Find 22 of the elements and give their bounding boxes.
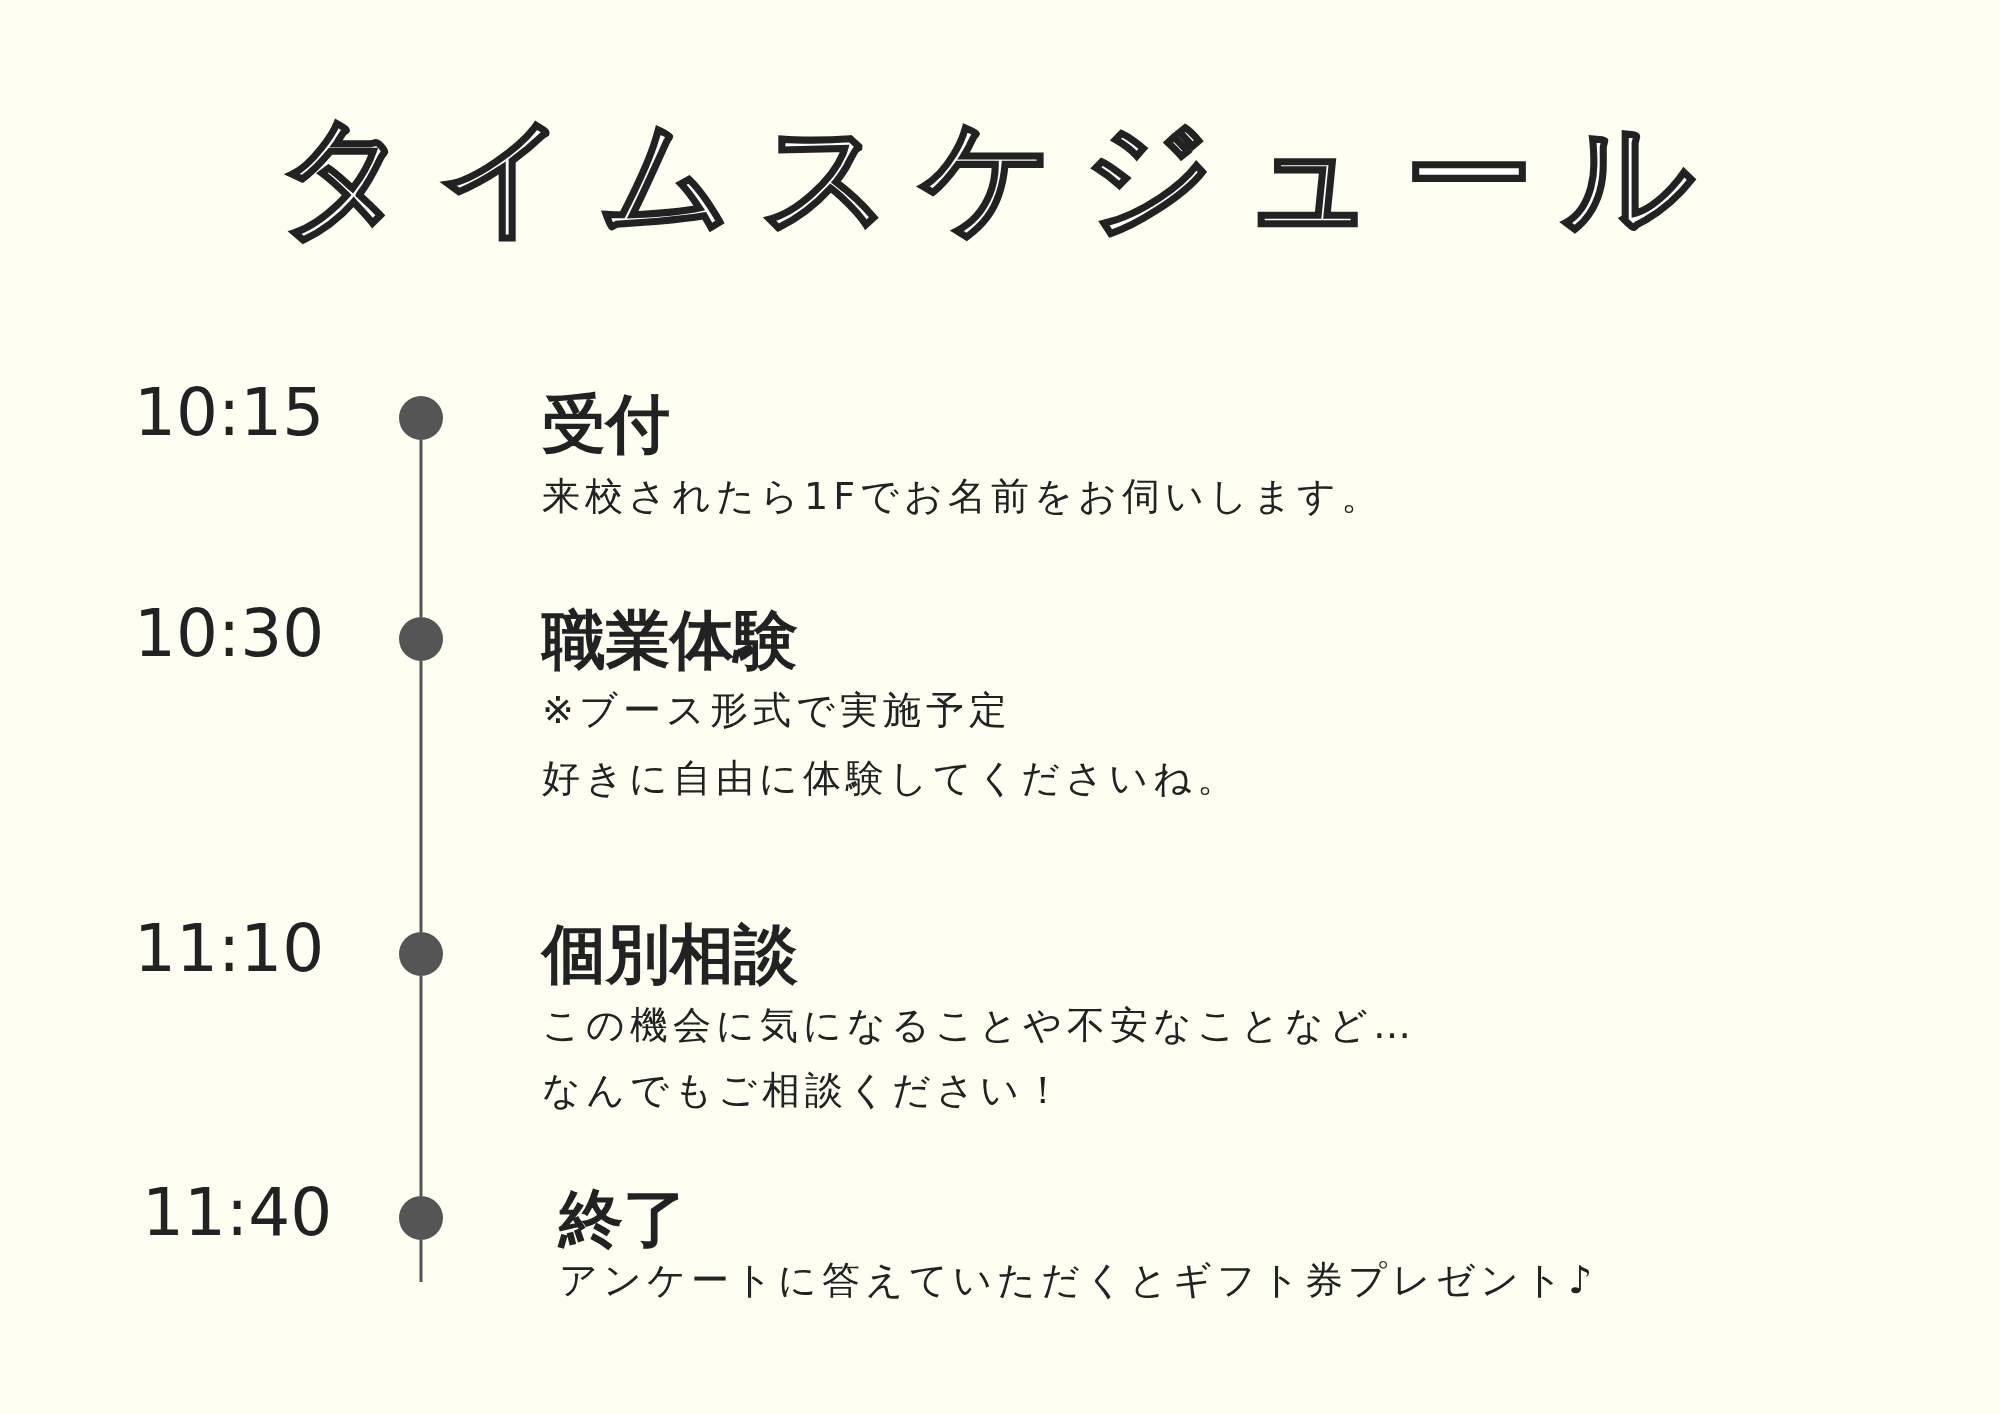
time-label: 11:10 xyxy=(134,916,325,982)
item-description: なんでもご相談ください！ xyxy=(542,1071,1067,1109)
item-description: アンケートに答えていただくとギフト券プレゼント♪ xyxy=(559,1261,1598,1299)
timeline-dot xyxy=(399,1196,443,1240)
timeline-line xyxy=(419,440,423,617)
time-label: 10:30 xyxy=(134,601,325,667)
item-description: この機会に気になることや不安なことなど… xyxy=(542,1006,1416,1044)
timeline-dot xyxy=(399,396,443,440)
item-description: 好きに自由に体験してくださいね。 xyxy=(542,759,1240,797)
item-heading: 受付 xyxy=(542,392,670,456)
timeline-line xyxy=(419,661,423,932)
item-description: 来校されたら1Fでお名前をお伺いします。 xyxy=(542,477,1385,515)
title: タイムスケジュール xyxy=(276,99,1724,254)
item-description: ※ブース形式で実施予定 xyxy=(542,691,1012,729)
item-heading: 終了 xyxy=(559,1187,687,1251)
timeline-dot xyxy=(399,932,443,976)
timeline-line xyxy=(419,976,423,1196)
item-heading: 職業体験 xyxy=(542,608,798,672)
item-heading: 個別相談 xyxy=(542,922,798,986)
timeline-dot xyxy=(399,617,443,661)
time-label: 10:15 xyxy=(134,380,325,446)
time-label: 11:40 xyxy=(142,1180,333,1246)
